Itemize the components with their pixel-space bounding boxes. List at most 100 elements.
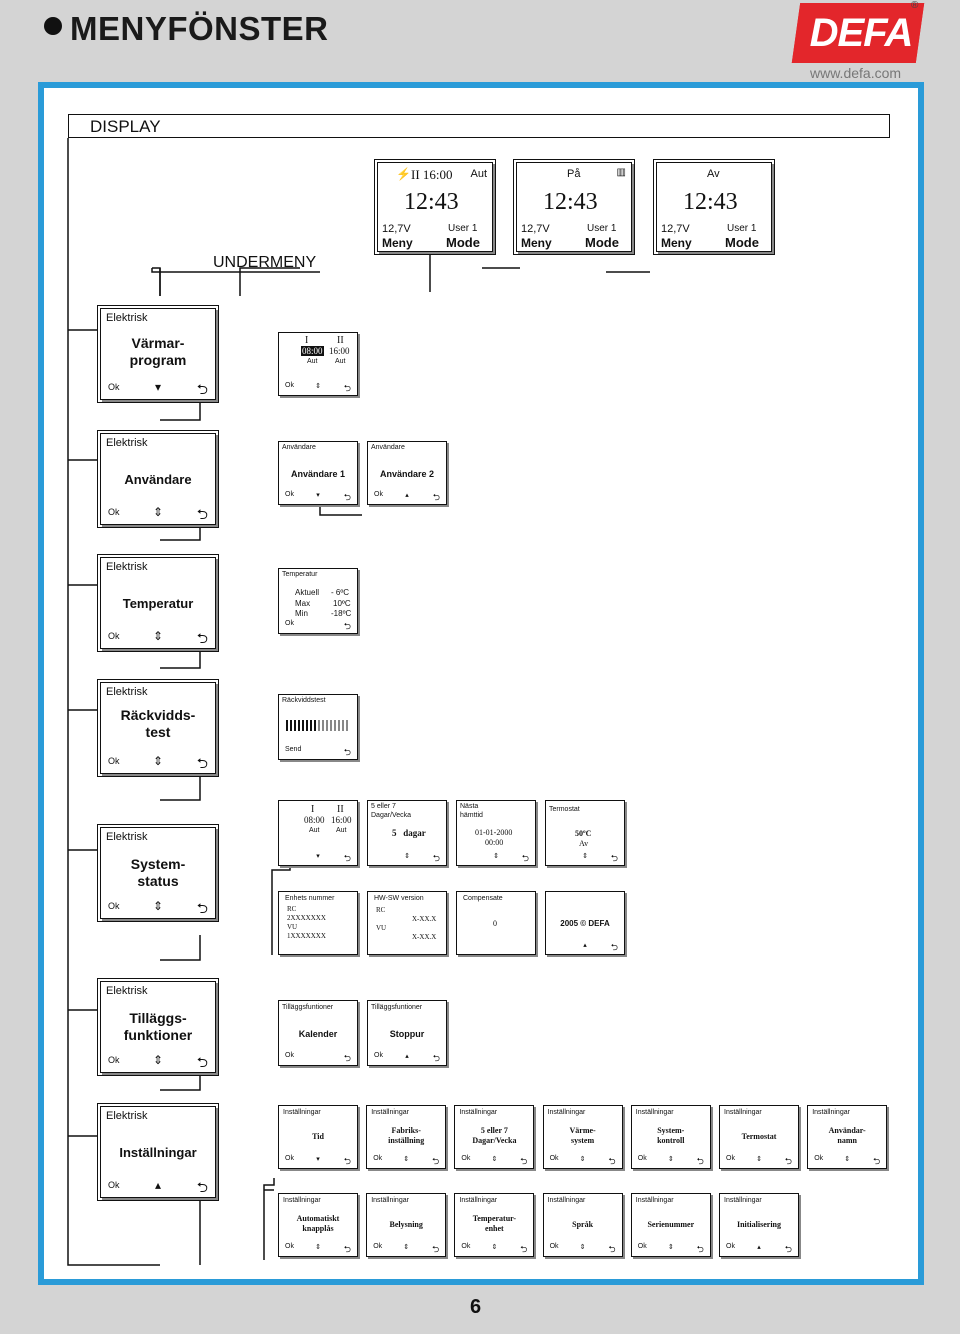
- up-down-icon[interactable]: ⇕: [403, 1244, 410, 1251]
- up-down-icon[interactable]: ⇕: [667, 1156, 674, 1163]
- menu-anvandare[interactable]: Elektrisk Användare Ok⇕⮌: [97, 430, 219, 528]
- back-icon[interactable]: ⮌: [196, 755, 208, 771]
- back-icon[interactable]: ⮌: [196, 900, 208, 916]
- ok-button[interactable]: Ok: [549, 1155, 559, 1162]
- ok-button[interactable]: Ok: [108, 382, 120, 392]
- meny-button[interactable]: Meny: [382, 236, 413, 250]
- down-icon[interactable]: ▾: [316, 853, 320, 860]
- ok-button[interactable]: Ok: [285, 1243, 294, 1250]
- mode-button[interactable]: Mode: [725, 235, 759, 250]
- ok-button[interactable]: Ok: [726, 1155, 735, 1162]
- down-icon[interactable]: ▾: [316, 492, 320, 499]
- ok-button[interactable]: Ok: [108, 507, 120, 517]
- up-icon[interactable]: ▴: [405, 492, 409, 499]
- ok-button[interactable]: Ok: [374, 1052, 383, 1059]
- back-icon[interactable]: ⮌: [432, 492, 440, 502]
- menu-installningar[interactable]: Elektrisk Inställningar Ok▴⮌: [97, 1103, 219, 1201]
- up-down-icon[interactable]: ⇕: [152, 505, 164, 519]
- up-down-icon[interactable]: ⇕: [152, 899, 164, 913]
- menu-systemstatus[interactable]: Elektrisk System-status Ok⇕⮌: [97, 824, 219, 922]
- back-icon[interactable]: ⮌: [521, 853, 529, 863]
- up-icon[interactable]: ▴: [757, 1244, 761, 1251]
- ok-button[interactable]: Ok: [285, 620, 294, 627]
- back-icon[interactable]: ⮌: [608, 1156, 616, 1166]
- up-down-icon[interactable]: ⇕: [491, 1156, 498, 1163]
- menu-tillaggsfunktioner[interactable]: Elektrisk Tilläggs-funktioner Ok⇕⮌: [97, 978, 219, 1076]
- up-down-icon[interactable]: ⇕: [152, 754, 164, 768]
- up-down-icon[interactable]: ⇕: [315, 383, 321, 390]
- ok-button[interactable]: Ok: [108, 1180, 120, 1190]
- back-icon[interactable]: ⮌: [872, 1156, 881, 1166]
- back-icon[interactable]: ⮌: [196, 1054, 208, 1070]
- ok-button[interactable]: Ok: [461, 1155, 471, 1162]
- back-icon[interactable]: ⮌: [343, 1244, 351, 1254]
- up-icon[interactable]: ▴: [154, 1178, 162, 1192]
- ok-button[interactable]: Ok: [461, 1243, 471, 1250]
- ok-button[interactable]: Ok: [373, 1243, 383, 1250]
- ok-button[interactable]: Ok: [108, 756, 120, 766]
- up-down-icon[interactable]: ⇕: [579, 1244, 586, 1251]
- back-icon[interactable]: ⮌: [343, 492, 351, 502]
- back-icon[interactable]: ⮌: [696, 1156, 704, 1166]
- ok-button[interactable]: Ok: [373, 1155, 383, 1162]
- up-down-icon[interactable]: ⇕: [152, 629, 164, 643]
- back-icon[interactable]: ⮌: [608, 1244, 616, 1254]
- website-url[interactable]: www.defa.com: [810, 65, 902, 81]
- mode-button[interactable]: Mode: [585, 235, 619, 250]
- back-icon[interactable]: ⮌: [196, 630, 208, 646]
- ok-button[interactable]: Ok: [637, 1243, 647, 1250]
- up-down-icon[interactable]: ⇕: [667, 1244, 674, 1251]
- back-icon[interactable]: ⮌: [343, 853, 351, 863]
- back-icon[interactable]: ⮌: [431, 1156, 440, 1166]
- up-icon[interactable]: ▴: [583, 942, 587, 949]
- meny-button[interactable]: Meny: [661, 236, 692, 250]
- ok-button[interactable]: Ok: [637, 1155, 647, 1162]
- ok-button[interactable]: Ok: [285, 382, 294, 389]
- menu-temperatur[interactable]: Elektrisk Temperatur Ok⇕⮌: [97, 554, 219, 652]
- back-icon[interactable]: ⮌: [784, 1244, 792, 1254]
- ok-button[interactable]: Ok: [108, 1055, 120, 1065]
- timer-time-1[interactable]: 08:00: [301, 346, 324, 356]
- up-down-icon[interactable]: ⇕: [844, 1156, 851, 1163]
- up-down-icon[interactable]: ⇕: [404, 853, 410, 860]
- mode-button[interactable]: Mode: [446, 235, 480, 250]
- up-down-icon[interactable]: ⇕: [579, 1156, 586, 1163]
- up-down-icon[interactable]: ⇕: [493, 853, 499, 860]
- back-icon[interactable]: ⮌: [431, 1244, 440, 1254]
- up-down-icon[interactable]: ⇕: [491, 1244, 498, 1251]
- back-icon[interactable]: ⮌: [196, 506, 208, 522]
- back-icon[interactable]: ⮌: [343, 1156, 351, 1166]
- up-icon[interactable]: ▴: [405, 1053, 409, 1060]
- send-button[interactable]: Send: [285, 746, 302, 753]
- back-icon[interactable]: ⮌: [196, 381, 208, 397]
- ok-button[interactable]: Ok: [108, 901, 120, 911]
- back-icon[interactable]: ⮌: [343, 621, 351, 631]
- up-down-icon[interactable]: ⇕: [756, 1156, 762, 1163]
- back-icon[interactable]: ⮌: [343, 747, 351, 757]
- back-icon[interactable]: ⮌: [520, 1156, 528, 1166]
- up-down-icon[interactable]: ⇕: [152, 1053, 164, 1067]
- back-icon[interactable]: ⮌: [432, 853, 440, 863]
- ok-button[interactable]: Ok: [285, 1052, 294, 1059]
- back-icon[interactable]: ⮌: [696, 1244, 704, 1254]
- back-icon[interactable]: ⮌: [520, 1244, 528, 1254]
- up-down-icon[interactable]: ⇕: [315, 1244, 321, 1251]
- ok-button[interactable]: Ok: [814, 1155, 824, 1162]
- back-icon[interactable]: ⮌: [432, 1053, 440, 1063]
- ok-button[interactable]: Ok: [726, 1243, 735, 1250]
- back-icon[interactable]: ⮌: [343, 1053, 351, 1063]
- back-icon[interactable]: ⮌: [343, 383, 351, 393]
- ok-button[interactable]: Ok: [108, 631, 120, 641]
- back-icon[interactable]: ⮌: [784, 1156, 792, 1166]
- up-down-icon[interactable]: ⇕: [403, 1156, 410, 1163]
- ok-button[interactable]: Ok: [285, 1155, 294, 1162]
- back-icon[interactable]: ⮌: [610, 853, 618, 863]
- ok-button[interactable]: Ok: [374, 491, 383, 498]
- ok-button[interactable]: Ok: [285, 491, 294, 498]
- up-down-icon[interactable]: ⇕: [582, 853, 588, 860]
- meny-button[interactable]: Meny: [521, 236, 552, 250]
- ok-button[interactable]: Ok: [549, 1243, 559, 1250]
- menu-rackviddstest[interactable]: Elektrisk Räckvidds-test Ok⇕⮌: [97, 679, 219, 777]
- down-icon[interactable]: ▾: [154, 380, 162, 394]
- back-icon[interactable]: ⮌: [196, 1179, 208, 1195]
